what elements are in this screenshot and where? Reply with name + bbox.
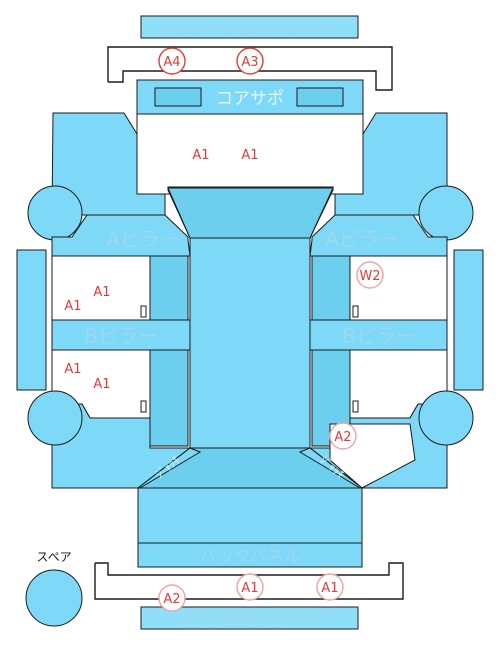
front-cross-member — [140, 15, 359, 39]
damage-mark-front-a3: A3 — [236, 47, 264, 75]
core-support-right-slot — [296, 87, 344, 107]
damage-circle — [236, 573, 264, 601]
left-rear-door-handle — [140, 400, 147, 413]
right-b-pillar-label: Bピラー — [342, 324, 416, 348]
left-side-sill — [16, 249, 47, 391]
damage-circle — [158, 47, 186, 75]
right-rocker — [311, 255, 351, 447]
damage-code: A2 — [163, 592, 180, 607]
damage-code: A2 — [334, 430, 351, 445]
spare-label: スペア — [36, 550, 71, 564]
trunk-floor — [137, 487, 363, 544]
left-front-door-handle — [140, 305, 147, 318]
damage-mark-right-front-w2: W2 — [356, 261, 384, 289]
right-front-door-handle — [352, 305, 359, 318]
damage-circle — [158, 584, 186, 612]
damage-mark-rear-a2: A2 — [158, 584, 186, 612]
damage-code: A4 — [163, 55, 180, 70]
rear-cross-member — [140, 606, 359, 630]
damage-code-left-rear-lower: A1 — [93, 377, 110, 392]
back-panel — [137, 542, 363, 568]
left-rear-wheel — [27, 390, 83, 446]
right-a-pillar-label: Aピラー — [325, 227, 399, 251]
damage-circle — [329, 422, 357, 450]
left-b-pillar-label: Bピラー — [84, 324, 158, 348]
core-support-left-slot — [154, 87, 202, 107]
front-cross-member-label: フロントクロスメンバー — [161, 18, 337, 37]
right-rear-door-handle — [352, 400, 359, 413]
damage-circle — [316, 573, 344, 601]
core-support-label: コアサポ — [216, 89, 284, 109]
damage-code: W2 — [359, 269, 380, 284]
left-rocker — [149, 255, 189, 447]
left-rear-quarter — [51, 403, 192, 489]
back-panel-label: バックパネル — [199, 547, 300, 567]
left-a-pillar-label: Aピラー — [106, 227, 180, 251]
damage-circle — [356, 261, 384, 289]
rear-bumper-outline — [94, 562, 404, 600]
left-front-wheel — [27, 185, 83, 241]
left-front-door — [51, 255, 151, 321]
damage-code: A3 — [241, 55, 258, 70]
damage-code-hood-left: A1 — [192, 148, 209, 163]
right-rear-wheel — [418, 390, 474, 446]
right-front-wheel — [418, 185, 474, 241]
spare-tire — [25, 569, 83, 627]
damage-code-left-front-upper: A1 — [93, 285, 110, 300]
cabin-front-slope — [167, 187, 334, 239]
damage-mark-right-rear-a2: A2 — [329, 422, 357, 450]
damage-code: A1 — [321, 581, 338, 596]
damage-code-left-front-lower: A1 — [64, 299, 81, 314]
damage-mark-rear-a1-right: A1 — [316, 573, 344, 601]
damage-code-hood-right: A1 — [241, 148, 258, 163]
damage-code: A1 — [241, 581, 258, 596]
front-bumper-outline — [107, 46, 393, 91]
damage-code-left-rear-upper: A1 — [64, 362, 81, 377]
damage-mark-rear-a1-left: A1 — [236, 573, 264, 601]
damage-mark-front-a4: A4 — [158, 47, 186, 75]
damage-circle — [236, 47, 264, 75]
right-side-sill — [453, 249, 484, 391]
rear-cross-member-label: リアクロスメンバー — [177, 609, 320, 628]
right-front-fender — [334, 112, 448, 216]
